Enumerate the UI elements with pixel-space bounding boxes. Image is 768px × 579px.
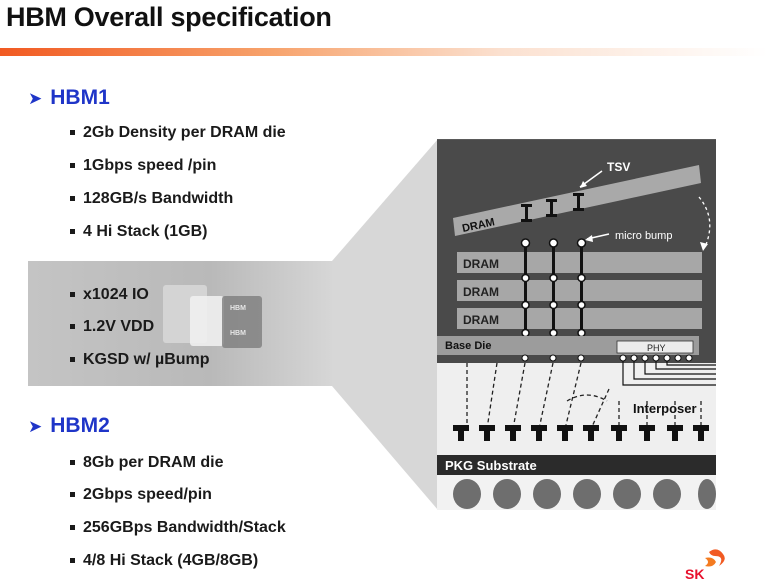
hbm-cross-section-diagram: DRAM TSV micro bump DRAM DRAM DRAM Base … bbox=[437, 139, 716, 510]
hbm1-bullet: 1Gbps speed /pin bbox=[70, 157, 216, 175]
bullet-square-icon bbox=[70, 357, 75, 363]
interposer-bumps bbox=[453, 425, 709, 441]
hbm2-bullet: 4/8 Hi Stack (4GB/8GB) bbox=[70, 552, 258, 570]
hbm2-bullet: 2Gbps speed/pin bbox=[70, 486, 212, 504]
base-bumps bbox=[521, 354, 693, 362]
phy-label: PHY bbox=[647, 343, 666, 353]
stacking-arrow bbox=[698, 196, 711, 248]
zoom-projection bbox=[332, 139, 438, 510]
hbm1-heading: ➤ HBM1 bbox=[28, 86, 110, 110]
page-title: HBM Overall specification bbox=[6, 2, 332, 32]
hbm1-bullet: 4 Hi Stack (1GB) bbox=[70, 223, 207, 241]
hbm1-bullet-text: 4 Hi Stack (1GB) bbox=[83, 223, 208, 240]
base-die-label: Base Die bbox=[445, 340, 491, 352]
kgsd-bullet-text: x1024 IO bbox=[83, 286, 149, 303]
hbm1-bullet-text: 2Gb Density per DRAM die bbox=[83, 124, 286, 141]
solder-balls bbox=[453, 479, 716, 509]
kgsd-bullet-text: KGSD w/ µBump bbox=[83, 351, 210, 368]
bullet-square-icon bbox=[70, 324, 75, 330]
bullet-square-icon bbox=[70, 525, 75, 531]
interposer-wiring bbox=[622, 361, 716, 386]
bullet-square-icon bbox=[70, 460, 75, 466]
phy-block bbox=[616, 340, 694, 354]
dram-layer-label: DRAM bbox=[463, 257, 499, 271]
hbm2-bullet-text: 4/8 Hi Stack (4GB/8GB) bbox=[83, 552, 259, 569]
dram-layer-label: DRAM bbox=[463, 285, 499, 299]
hbm2-heading: ➤ HBM2 bbox=[28, 414, 110, 438]
kgsd-bullet: x1024 IO bbox=[70, 286, 149, 304]
interposer-label: Interposer bbox=[633, 401, 697, 416]
hbm1-heading-label: HBM1 bbox=[50, 86, 110, 109]
hbm2-bullet-text: 256GBps Bandwidth/Stack bbox=[83, 519, 286, 536]
hbm1-bullet: 128GB/s Bandwidth bbox=[70, 190, 233, 208]
chip-photo-die bbox=[190, 296, 224, 346]
kgsd-bullet-text: 1.2V VDD bbox=[83, 318, 155, 335]
pkg-substrate bbox=[437, 455, 716, 475]
dram-layer bbox=[457, 280, 702, 301]
bullet-square-icon bbox=[70, 492, 75, 498]
tsv-stacks bbox=[520, 238, 587, 355]
interposer-vias bbox=[466, 362, 702, 430]
bullet-square-icon bbox=[70, 196, 75, 202]
micro-bump-label: micro bump bbox=[615, 230, 672, 242]
bullet-square-icon bbox=[70, 130, 75, 136]
chip-photo-label: HBM bbox=[230, 330, 246, 337]
bullet-square-icon bbox=[70, 163, 75, 169]
hbm2-bullet-text: 2Gbps speed/pin bbox=[83, 486, 212, 503]
arrow-icon: ➤ bbox=[28, 417, 43, 436]
dram-layer-label: DRAM bbox=[463, 313, 499, 327]
chip-photo-label: HBM bbox=[230, 305, 246, 312]
sk-logo-text: SK bbox=[685, 566, 704, 579]
bullet-square-icon bbox=[70, 558, 75, 564]
dram-layer bbox=[457, 308, 702, 329]
tsv-label: TSV bbox=[607, 160, 630, 174]
hbm1-bullet: 2Gb Density per DRAM die bbox=[70, 124, 286, 142]
chip-photo-hbm bbox=[222, 296, 262, 348]
hbm2-heading-label: HBM2 bbox=[50, 414, 110, 437]
kgsd-bullet: 1.2V VDD bbox=[70, 318, 154, 336]
dram-layer bbox=[457, 252, 702, 273]
title-underline bbox=[0, 48, 768, 56]
sk-logo: SK bbox=[685, 549, 725, 579]
bullet-square-icon bbox=[70, 292, 75, 298]
hbm1-bullet-text: 128GB/s Bandwidth bbox=[83, 190, 234, 207]
kgsd-bullet: KGSD w/ µBump bbox=[70, 351, 210, 369]
hbm2-bullet: 256GBps Bandwidth/Stack bbox=[70, 519, 286, 537]
tsv-marks bbox=[521, 193, 584, 222]
hbm2-bullet-text: 8Gb per DRAM die bbox=[83, 454, 224, 471]
hbm1-bullet-text: 1Gbps speed /pin bbox=[83, 157, 217, 174]
pkg-substrate-label: PKG Substrate bbox=[445, 458, 537, 473]
arrow-icon: ➤ bbox=[28, 89, 43, 108]
bullet-square-icon bbox=[70, 229, 75, 235]
hbm2-bullet: 8Gb per DRAM die bbox=[70, 454, 223, 472]
